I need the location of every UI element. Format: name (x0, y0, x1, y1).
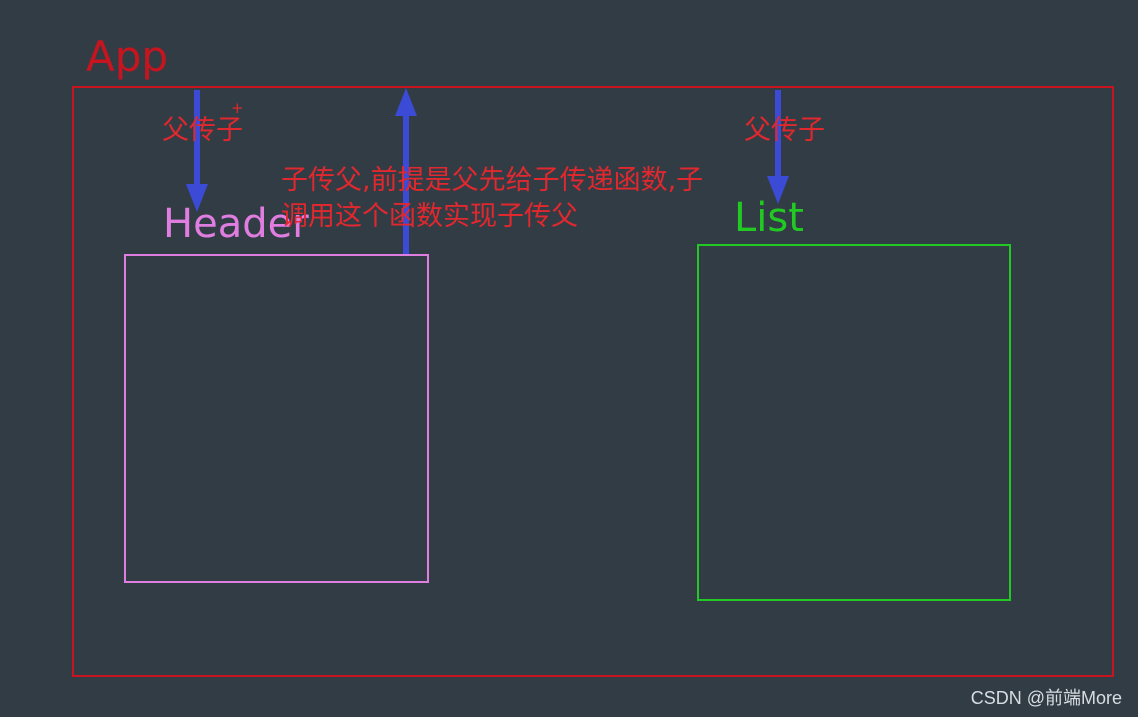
list-component-box (697, 244, 1011, 601)
edge-label-header-to-app: 子传父,前提是父先给子传递函数,子 调用这个函数实现子传父 (281, 163, 703, 235)
stray-plus-mark: + (231, 99, 244, 117)
edge-label-app-to-list: 父传子 (744, 115, 825, 146)
edge-label-line-2: 调用这个函数实现子传父 (281, 201, 578, 232)
edge-label-line-1: 子传父,前提是父先给子传递函数,子 (281, 165, 704, 196)
app-component-label: App (86, 32, 169, 81)
app-component-box (72, 86, 1114, 677)
list-component-label: List (734, 195, 804, 241)
edge-label-app-to-header: 父传子 (162, 115, 243, 146)
watermark-text: CSDN @前端More (970, 688, 1122, 708)
header-component-box (124, 254, 429, 583)
